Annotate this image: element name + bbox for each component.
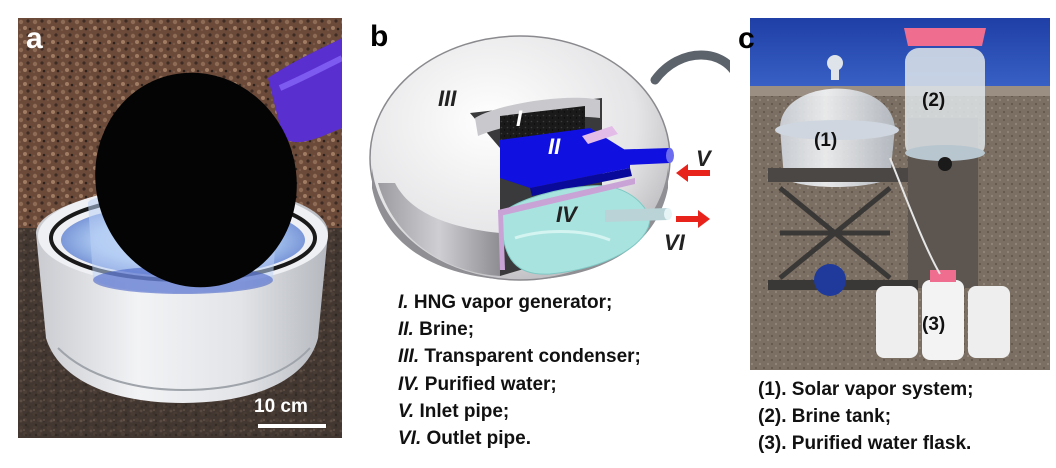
inlet-arrow-icon — [676, 164, 710, 182]
legend-b-item: III. Transparent condenser; — [398, 346, 641, 368]
marker-II: II — [548, 134, 561, 159]
marker-IV: IV — [556, 202, 577, 227]
legend-c-item: (1). Solar vapor system; — [758, 379, 974, 400]
marker-I: I — [516, 106, 523, 131]
legend-c-item: (2). Brine tank; — [758, 406, 892, 428]
legend-b-item: IV. Purified water; — [398, 373, 557, 395]
photo-solar-bowl — [18, 18, 344, 438]
panel-a-label: a — [26, 22, 43, 55]
marker-1: (1) — [814, 130, 838, 151]
legend-c-item: (3). Purified water flask. — [758, 433, 972, 455]
marker-III: III — [438, 86, 457, 111]
marker-VI: VI — [664, 230, 685, 255]
panel-c-legend: (1). Solar vapor system; (2). Brine tank… — [758, 376, 973, 458]
legend-b-item: V. Inlet pipe; — [398, 400, 510, 422]
panel-b-legend: I. HNG vapor generator; II. Brine; III. … — [398, 289, 641, 452]
marker-3: (3) — [922, 314, 946, 335]
panel-a-photo: a 10 cm — [18, 18, 344, 438]
panel-c-photo: c (1) (2) (3) — [738, 18, 1050, 458]
marker-2: (2) — [922, 90, 946, 111]
legend-b-item: II. Brine; — [398, 319, 475, 341]
panel-b-schematic: b III I II IV V VI — [350, 18, 746, 458]
panel-b-label: b — [370, 20, 389, 53]
schematic-diagram — [369, 35, 746, 281]
panel-c-label: c — [738, 22, 755, 55]
legend-b-item: VI. Outlet pipe. — [398, 428, 532, 450]
scale-bar-label: 10 cm — [254, 396, 308, 417]
marker-V: V — [696, 146, 711, 171]
outlet-arrow-icon — [676, 210, 710, 228]
legend-b-item: I. HNG vapor generator; — [398, 292, 613, 313]
photo-apparatus — [750, 18, 1050, 370]
curved-arrow-icon — [650, 50, 743, 85]
